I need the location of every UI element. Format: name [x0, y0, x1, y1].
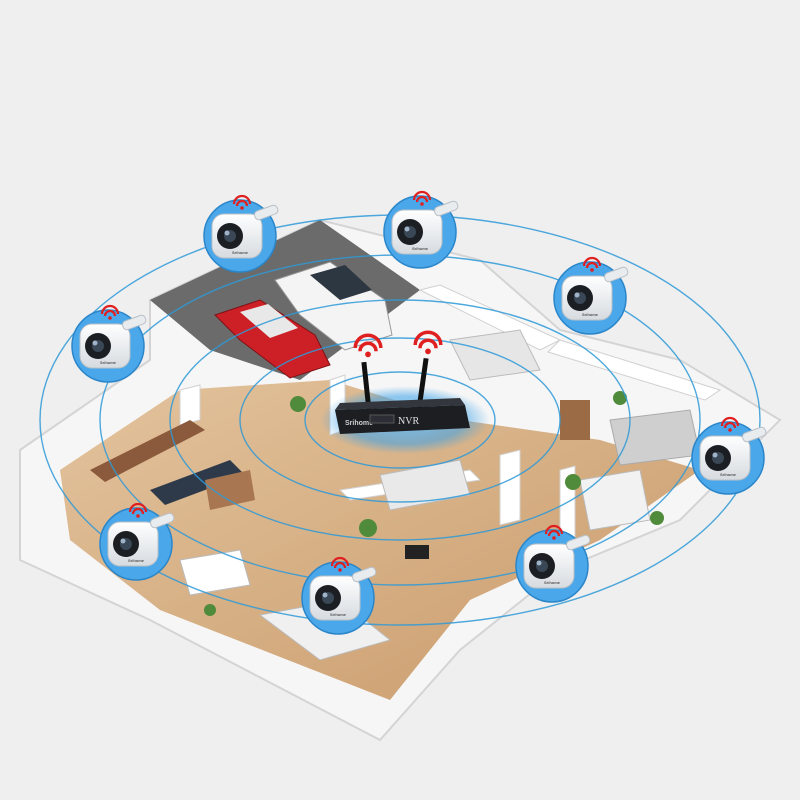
- camera-6: Srihome: [99, 502, 176, 581]
- interior-walls: [179, 284, 722, 546]
- camera-brand: Srihome: [128, 558, 145, 563]
- wifi-camera-icon: [691, 421, 768, 495]
- wifi-camera-icon: [553, 261, 630, 335]
- camera-brand: Srihome: [330, 612, 347, 617]
- camera-brand: Srihome: [100, 360, 117, 365]
- camera-5: Srihome: [691, 416, 768, 495]
- plants: [204, 391, 664, 616]
- wifi-camera-icon: [515, 529, 592, 603]
- camera-1: Srihome: [203, 194, 280, 273]
- camera-brand: Srihome: [412, 246, 429, 251]
- camera-2: Srihome: [383, 190, 460, 269]
- camera-7: Srihome: [515, 524, 592, 603]
- nvr-brand-text: Srihome: [345, 420, 373, 427]
- white-car: [274, 261, 393, 351]
- nvr-recorder: Srihome NVR: [320, 330, 490, 454]
- camera-brand: Srihome: [720, 472, 737, 477]
- camera-brand: Srihome: [582, 312, 599, 317]
- camera-3: Srihome: [553, 256, 630, 335]
- camera-brand: Srihome: [232, 250, 249, 255]
- nvr-label-text: NVR: [398, 416, 419, 427]
- house-floor-plan: [19, 218, 782, 742]
- camera-brand: Srihome: [544, 580, 561, 585]
- camera-4: Srihome: [71, 304, 148, 383]
- camera-8: Srihome: [301, 556, 378, 635]
